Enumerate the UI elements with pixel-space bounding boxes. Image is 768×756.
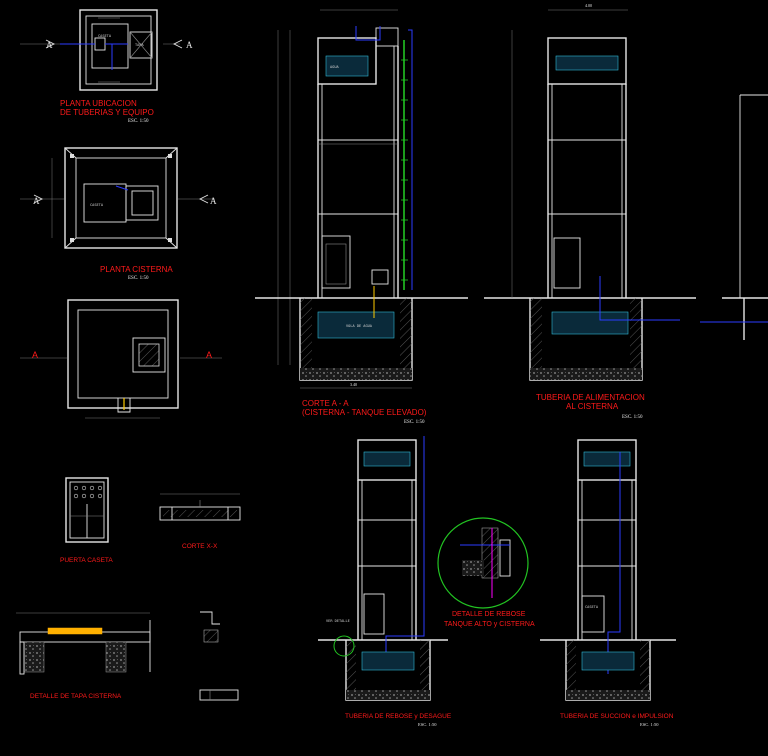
cut-label-right: A — [210, 196, 217, 206]
cut-label-left: A — [32, 350, 38, 360]
partial-right-view — [700, 94, 768, 340]
view-title: CORTE X-X — [182, 543, 218, 550]
view-title: TUBERIA DE ALIMENTACION — [536, 393, 645, 402]
view-title-2: (CISTERNA - TANQUE ELEVADO) — [302, 408, 427, 417]
tuberia-rebose-view: VER DETALLE TUBERIA DE REBOSE y DESAGUE … — [318, 436, 452, 727]
ver-detalle-note: VER DETALLE — [326, 619, 350, 623]
view-title: PUERTA CASETA — [60, 557, 113, 564]
cut-label-right: A — [186, 40, 193, 50]
view-title: PLANTA CISTERNA — [100, 265, 173, 274]
view-title-2: DE TUBERIAS Y EQUIPO — [60, 108, 154, 117]
view-scale: ESC. 1:50 — [128, 276, 149, 281]
view-title: DETALLE DE TAPA CISTERNA — [30, 693, 122, 700]
view-scale: ESC. 1:50 — [640, 722, 659, 727]
view-scale: ESC. 1:50 — [404, 420, 425, 425]
view-scale: ESC. 1:50 — [418, 722, 437, 727]
planta-cisterna-view: A A CASETA PLANTA CISTERNA ESC. 1:50 — [20, 147, 217, 281]
view-title: DETALLE DE REBOSE — [452, 611, 526, 618]
cut-label-left: A — [33, 196, 40, 206]
view-title: TUBERIA DE SUCCION e IMPULSION — [560, 713, 674, 720]
view-title: TUBERIA DE REBOSE y DESAGUE — [345, 713, 452, 720]
view-title: CORTE A - A — [302, 399, 349, 408]
dimension-label: 4.00 — [585, 3, 592, 8]
tuberia-alimentacion-view: 4.00 TUBERIA DE ALIMENTACION AL CISTERNA… — [484, 3, 696, 420]
view-scale: ESC. 1:50 — [128, 119, 149, 124]
planta-tanque-view: A A — [20, 299, 222, 419]
tapa-label: TAPA — [135, 43, 144, 47]
corte-aa-view: AGUA VOLA DE AGUA 3.40 CORTE A - A (CIST… — [255, 9, 468, 425]
cut-label-right: A — [206, 350, 212, 360]
view-title-2: TANQUE ALTO y CISTERNA — [444, 621, 535, 628]
puerta-caseta-view: PUERTA CASETA — [60, 477, 113, 564]
detalle-tapa-view: DETALLE DE TAPA CISTERNA — [16, 611, 239, 701]
caseta-label: CASETA — [585, 605, 599, 609]
water-label: AGUA — [330, 65, 339, 69]
caseta-label: CASETA — [98, 34, 112, 38]
detalle-rebose-view: DETALLE DE REBOSE TANQUE ALTO y CISTERNA — [437, 517, 535, 628]
caseta-label: CASETA — [90, 203, 104, 207]
corte-xx-view: CORTE X-X — [159, 493, 241, 550]
view-title-2: AL CISTERNA — [566, 402, 619, 411]
view-scale: ESC. 1:50 — [622, 415, 643, 420]
planta-ubicacion-view: A A CASETA TAPA PLANTA UBICACION DE TUBE… — [20, 9, 193, 124]
tuberia-succion-view: CASETA TUBERIA DE SUCCION e IMPULSION ES… — [540, 439, 676, 727]
view-title: PLANTA UBICACION — [60, 99, 137, 108]
water-label: VOLA DE AGUA — [346, 324, 373, 328]
dimension-label: 3.40 — [350, 382, 357, 387]
cut-label-left: A — [46, 40, 53, 50]
